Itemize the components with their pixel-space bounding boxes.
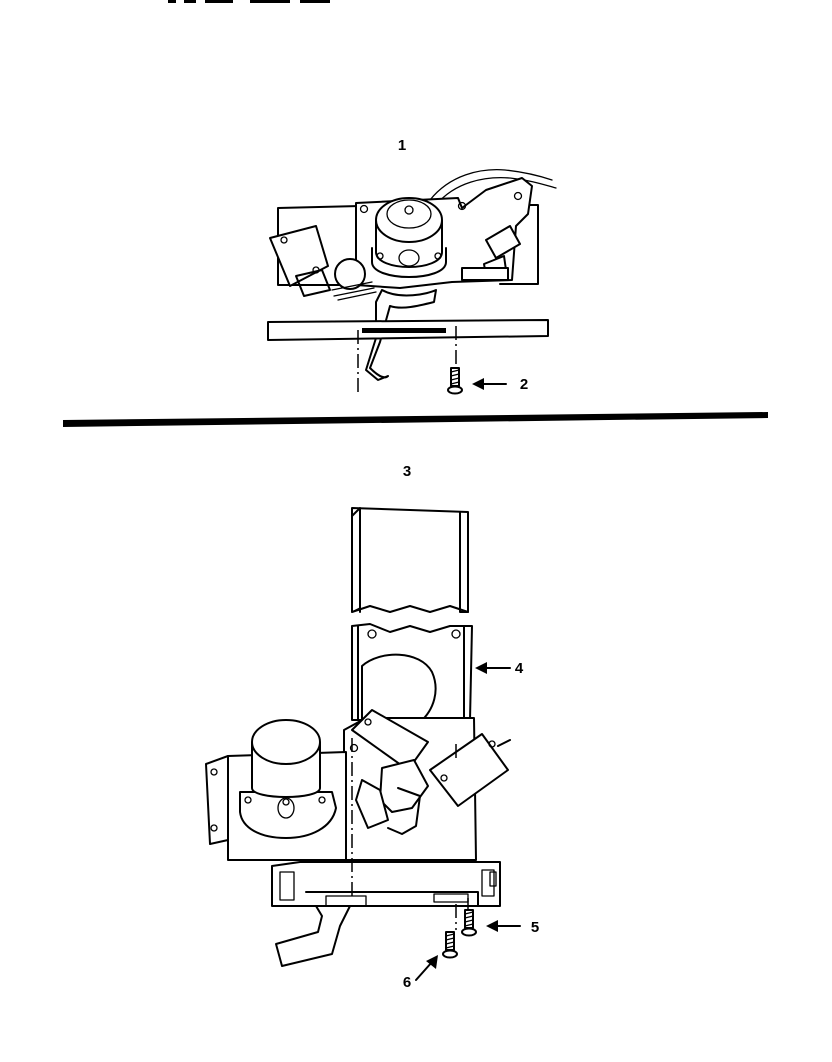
screw-5 — [461, 909, 477, 937]
cropped-header-marks — [168, 0, 330, 3]
callout-5: 5 — [531, 919, 539, 936]
callout-4: 4 — [515, 660, 524, 677]
timer-assembly-bottom — [205, 507, 511, 967]
callout-1: 1 — [398, 137, 406, 154]
screw-6 — [442, 931, 458, 959]
callout-2: 2 — [520, 376, 528, 393]
timer-motor — [371, 197, 447, 278]
arrow-5 — [486, 920, 521, 932]
microswitch-right-top — [461, 225, 521, 281]
callout-3: 3 — [403, 463, 411, 480]
microswitch-right-bottom — [429, 733, 511, 807]
microswitch-left-bottom — [351, 709, 429, 835]
arrow-6 — [415, 955, 438, 981]
callout-6: 6 — [403, 974, 411, 991]
arrow-2 — [472, 378, 507, 390]
section-divider — [63, 412, 768, 427]
timer-assembly-top — [267, 169, 557, 394]
arrow-4 — [475, 662, 511, 674]
screw-2 — [447, 367, 463, 395]
microswitch-left-top — [269, 225, 331, 297]
timer-motor-bottom — [205, 719, 347, 861]
